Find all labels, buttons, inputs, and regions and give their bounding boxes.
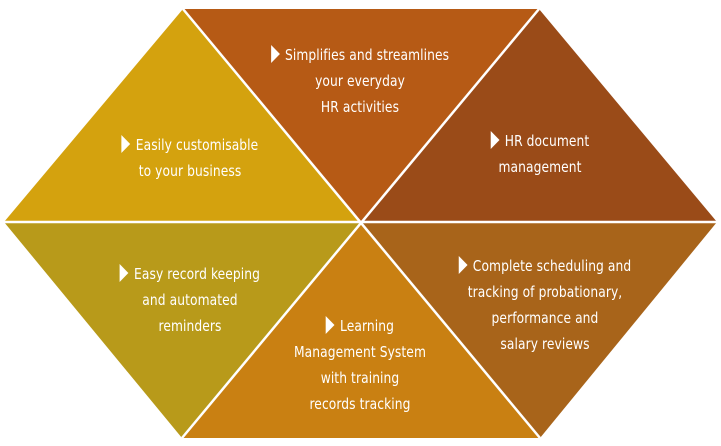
segment-bottom-left-label: Easy record keeping and automated remind…	[106, 261, 273, 339]
label-line: to your business	[138, 162, 242, 180]
label-line: reminders	[158, 317, 222, 335]
play-arrow-icon	[119, 264, 129, 282]
label-line: and automated	[142, 291, 238, 309]
play-arrow-icon	[490, 131, 500, 149]
label-line: Easily customisable	[106, 132, 273, 158]
segment-top-left-label: Easily customisable to your business	[106, 132, 273, 184]
play-arrow-icon	[458, 256, 468, 274]
label-line: HR document	[470, 128, 611, 154]
play-arrow-icon	[121, 135, 131, 153]
segment-bottom-left-shape	[4, 222, 361, 438]
segment-bottom-middle-shape	[182, 222, 540, 438]
segment-bottom-right-label: Complete scheduling and tracking of prob…	[444, 253, 646, 357]
label-line: your everyday	[315, 72, 405, 90]
label-line: Complete scheduling and	[444, 253, 646, 279]
segment-bottom-middle-label: Learning Management System with training…	[276, 313, 443, 417]
play-arrow-icon	[325, 316, 335, 334]
label-line: Learning	[276, 313, 443, 339]
label-line: Simplifies and streamlines	[259, 42, 461, 68]
play-arrow-icon	[270, 45, 280, 63]
label-line: Easy record keeping	[106, 261, 273, 287]
segment-top-right-shape	[361, 9, 717, 222]
label-line: Management System	[293, 343, 426, 361]
label-line: with training	[320, 369, 400, 387]
segment-bottom-right-shape	[361, 222, 717, 438]
label-line: tracking of probationary,	[467, 283, 623, 301]
segment-top-right-label: HR document management	[470, 128, 611, 180]
segment-top-left-shape	[4, 9, 361, 222]
label-line: performance and	[491, 309, 599, 327]
label-line: records tracking	[309, 395, 411, 413]
label-line: salary reviews	[500, 335, 590, 353]
divider-lines	[4, 8, 717, 439]
label-line: management	[498, 158, 582, 176]
label-line: HR activities	[320, 98, 400, 116]
segment-top-middle-label: Simplifies and streamlines your everyday…	[259, 42, 461, 120]
